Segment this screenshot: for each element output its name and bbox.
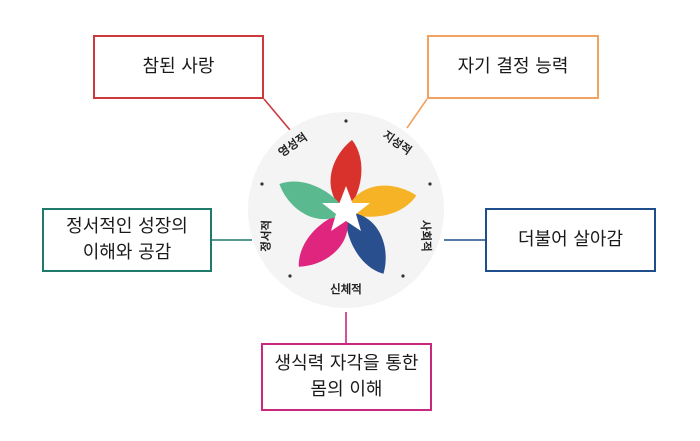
ring-label-social: 사회적: [418, 220, 433, 252]
box-living-together-label: 더불어 살아감: [517, 228, 624, 250]
box-self-determination-label: 자기 결정 능력: [457, 55, 569, 77]
ring-dot: [401, 274, 405, 278]
petal-emotional-green: [279, 181, 346, 220]
box-body-understanding: 생식력 자각을 통한 몸의 이해: [261, 343, 432, 411]
box-emotional-growth-line2: 이해와 공감: [82, 242, 172, 263]
ring-dot: [260, 182, 264, 186]
ring-label-emotional: 정서적: [258, 220, 273, 252]
connector-top-left: [263, 98, 291, 131]
center-star: [322, 186, 370, 231]
petal-intellectual-yellow: [346, 185, 417, 217]
box-living-together: 더불어 살아감: [485, 208, 656, 272]
ring-dot: [344, 119, 348, 123]
ring-dot: [428, 182, 432, 186]
box-self-determination: 자기 결정 능력: [427, 35, 599, 99]
box-true-love: 참된 사랑: [93, 35, 264, 99]
box-emotional-growth: 정서적인 성장의 이해와 공감: [42, 208, 212, 272]
connector-top-right: [406, 98, 428, 129]
ring-label-physical: 신체적: [330, 282, 362, 296]
box-true-love-label: 참된 사랑: [142, 55, 215, 77]
box-body-understanding-line1: 생식력 자각을 통한: [274, 352, 419, 374]
box-body-understanding-line2: 몸의 이해: [310, 379, 383, 400]
petal-spiritual-red: [330, 140, 362, 212]
ring-dot: [288, 274, 292, 278]
box-emotional-growth-line1: 정서적인 성장의: [66, 215, 188, 237]
